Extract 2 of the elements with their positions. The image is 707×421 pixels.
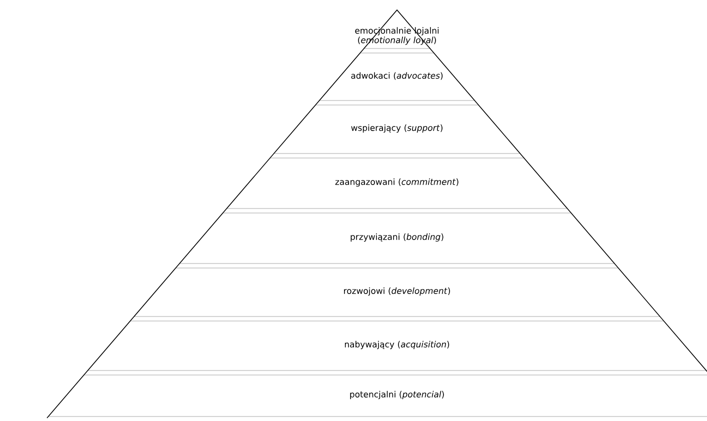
pyramid-layer: zaangazowani (commitment): [226, 158, 568, 209]
pyramid-layer: nabywający (acquisition): [87, 320, 707, 371]
